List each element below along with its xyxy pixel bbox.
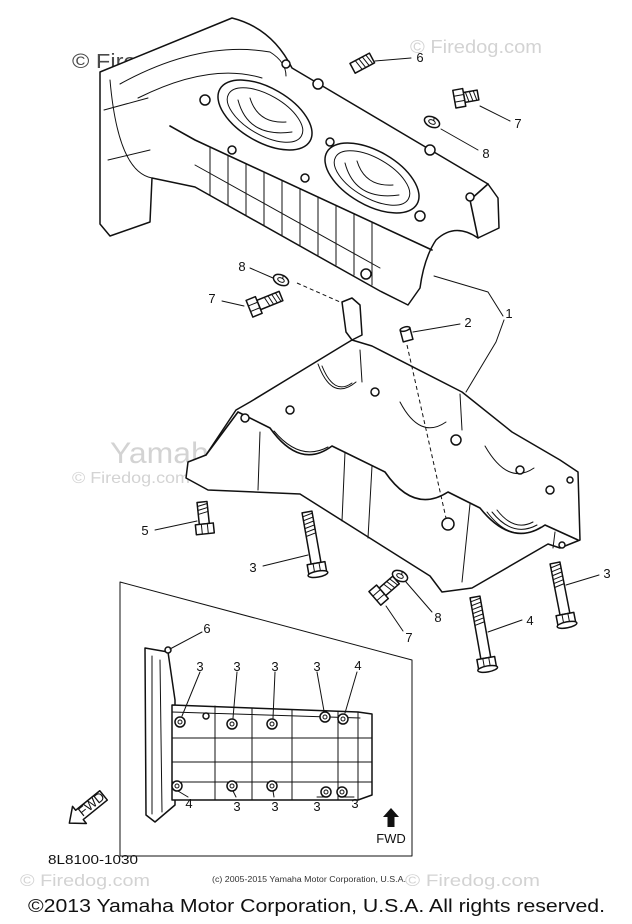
bolt-7-upper bbox=[452, 87, 480, 109]
lower-bearing-saddles bbox=[273, 363, 542, 534]
inset-callout-stud: 6 bbox=[203, 621, 210, 636]
inset-callout-top-5: 4 bbox=[354, 658, 361, 673]
callout-bolt-7-lower: 7 bbox=[405, 630, 412, 645]
fwd-up-arrow-icon bbox=[383, 808, 399, 827]
watermark-bottom-right: © Firedog.com bbox=[405, 871, 540, 890]
callout-washer-8-middle: 8 bbox=[238, 259, 245, 274]
inset-callout-bottom-4: 3 bbox=[313, 799, 320, 814]
bolt-7-middle bbox=[245, 290, 284, 318]
fwd-arrow-icon bbox=[68, 790, 109, 825]
callout-stud-6: 6 bbox=[416, 50, 423, 65]
inset-callout-top-4: 3 bbox=[313, 659, 320, 674]
washer-8-lower bbox=[391, 569, 409, 583]
inset-callout-top-2: 3 bbox=[233, 659, 240, 674]
callout-washer-8-upper: 8 bbox=[482, 146, 489, 161]
callout-bolt-7-middle: 7 bbox=[208, 291, 215, 306]
upper-flange-lines bbox=[103, 48, 287, 179]
callout-bolt-7-upper: 7 bbox=[514, 116, 521, 131]
fwd-arrow-left: FWD bbox=[68, 789, 109, 825]
callout-dowel-2: 2 bbox=[464, 315, 471, 330]
upper-cylinder-bore-1 bbox=[217, 79, 313, 151]
inset-flange-lines bbox=[151, 655, 163, 815]
bolt-7-lower bbox=[368, 575, 401, 606]
inset-callout-bottom-1: 4 bbox=[185, 796, 192, 811]
inset-callout-top-1: 3 bbox=[196, 659, 203, 674]
inset-leader-lines bbox=[169, 631, 358, 798]
washer-8-upper bbox=[423, 115, 441, 129]
inset-bolt-heads bbox=[164, 646, 349, 798]
upper-crankcase-outline bbox=[99, 17, 500, 306]
upper-side-ribs bbox=[194, 147, 381, 286]
callout-bolt-3-left: 3 bbox=[249, 560, 256, 575]
upper-cylinder-bore-2 bbox=[324, 142, 420, 214]
upper-bolt-holes bbox=[199, 59, 475, 280]
lower-bolt-holes bbox=[240, 387, 574, 549]
callout-crankcase-1: 1 bbox=[505, 306, 512, 321]
callout-numbers: 6 7 8 8 7 2 1 5 3 3 4 7 8 bbox=[141, 50, 610, 645]
inset-bottom-view: 6 3 3 3 3 4 4 3 3 3 3 FWD bbox=[119, 581, 413, 857]
image-copyright: (c) 2005-2015 Yamaha Motor Corporation, … bbox=[212, 875, 406, 884]
washer-8-middle bbox=[272, 273, 290, 287]
stud-6 bbox=[349, 52, 376, 74]
lower-crankcase bbox=[185, 297, 581, 593]
lower-side-ribs bbox=[257, 349, 556, 583]
callout-washer-8-lower: 8 bbox=[434, 610, 441, 625]
watermark-top-right: © Firedog.com bbox=[410, 37, 542, 57]
upper-crankcase bbox=[99, 17, 500, 306]
inset-callout-bottom-2: 3 bbox=[233, 799, 240, 814]
inset-callout-top-3: 3 bbox=[271, 659, 278, 674]
bolt-4 bbox=[469, 595, 499, 674]
lower-crankcase-lug bbox=[341, 297, 363, 341]
callout-bolt-5: 5 bbox=[141, 523, 148, 538]
fwd-label: FWD bbox=[376, 831, 406, 846]
callout-bolt-3-right: 3 bbox=[603, 566, 610, 581]
leader-lines bbox=[154, 57, 600, 633]
bolt-5 bbox=[194, 500, 216, 536]
inset-callout-bottom-5: 3 bbox=[351, 796, 358, 811]
bolt-3-right bbox=[549, 561, 578, 630]
footer-copyright: ©2013 Yamaha Motor Corporation, U.S.A. A… bbox=[28, 896, 605, 916]
inset-frame bbox=[119, 581, 413, 857]
watermark-mid-left: © Firedog.com bbox=[72, 470, 190, 487]
diagram-code: 8L8100-1030 bbox=[48, 852, 138, 867]
inset-callout-bottom-3: 3 bbox=[271, 799, 278, 814]
callout-bolt-4: 4 bbox=[526, 613, 533, 628]
dowel-pin-2 bbox=[399, 325, 414, 343]
watermark-bottom-left: © Firedog.com bbox=[20, 871, 150, 890]
bolt-3-left bbox=[301, 510, 329, 579]
